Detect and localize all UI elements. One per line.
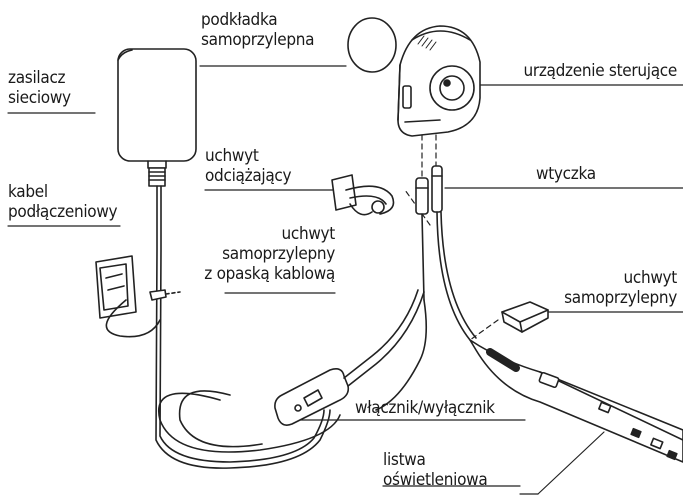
- switch: [274, 289, 425, 426]
- label-control-device: urządzenie sterujące: [523, 61, 677, 81]
- adhesive-holder: [501, 301, 549, 333]
- leader-lines: [7, 65, 683, 495]
- label-power-adapter: zasilacz sieciowy: [8, 68, 71, 108]
- label-led-strip: listwa oświetleniowa: [383, 450, 488, 490]
- label-connection-cable: kabel podłączeniowy: [8, 182, 118, 222]
- cable-tie-mount: [95, 255, 181, 338]
- label-switch: włącznik/wyłącznik: [355, 398, 495, 418]
- label-cable-tie-mount: uchwyt samoprzylepny z opaską kablową: [204, 224, 335, 284]
- switch-cable: [375, 299, 428, 411]
- label-adhesive-holder: uchwyt samoprzylepny: [564, 268, 677, 308]
- strain-relief-holder: [331, 174, 395, 216]
- dc-plugs: [415, 165, 477, 341]
- assembly-lines: [404, 134, 499, 341]
- adhesive-pad: [347, 17, 397, 73]
- power-adapter: [117, 48, 197, 187]
- leader-listwa-d: [537, 431, 605, 495]
- power-cable: [155, 185, 331, 469]
- label-adhesive-pad: podkładka samoprzylepna: [201, 10, 315, 50]
- led-strip: [469, 339, 683, 463]
- label-plug: wtyczka: [536, 164, 596, 184]
- label-strain-relief: uchwyt odciążający: [205, 146, 292, 186]
- power-cable-2: [159, 185, 325, 463]
- control-device: [397, 25, 481, 137]
